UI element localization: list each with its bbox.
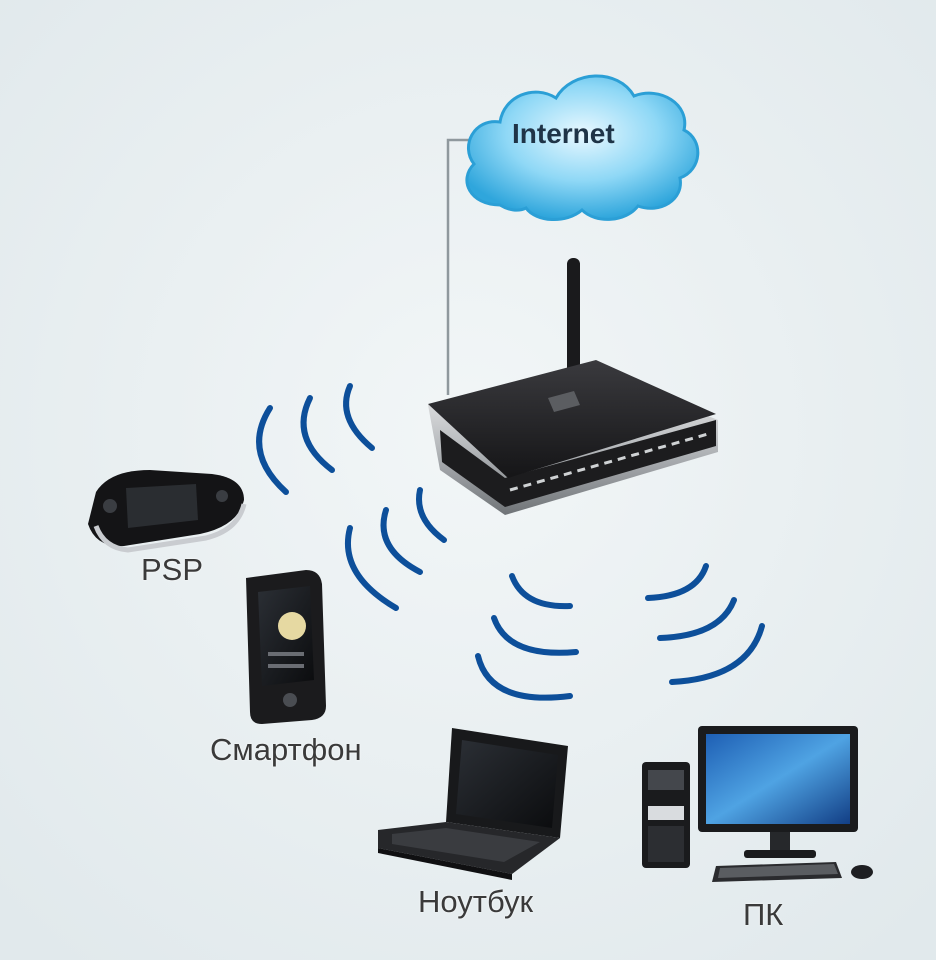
cloud-label: Internet <box>512 118 615 149</box>
keyboard-icon <box>712 862 842 882</box>
wifi-wave-icon <box>256 383 765 701</box>
monitor-icon <box>698 726 858 858</box>
psp-icon <box>88 470 247 553</box>
cloud-icon <box>465 74 700 222</box>
internet-link-line <box>446 138 470 395</box>
psp-label: PSP <box>141 552 204 587</box>
router-icon <box>428 258 718 515</box>
smartphone-icon <box>246 570 326 724</box>
pc-label: ПК <box>743 897 784 932</box>
laptop-icon <box>378 728 568 880</box>
smartphone-label: Смартфон <box>210 732 362 767</box>
pc-tower-icon <box>642 762 690 868</box>
mouse-icon <box>851 865 873 879</box>
laptop-label: Ноутбук <box>418 884 534 919</box>
